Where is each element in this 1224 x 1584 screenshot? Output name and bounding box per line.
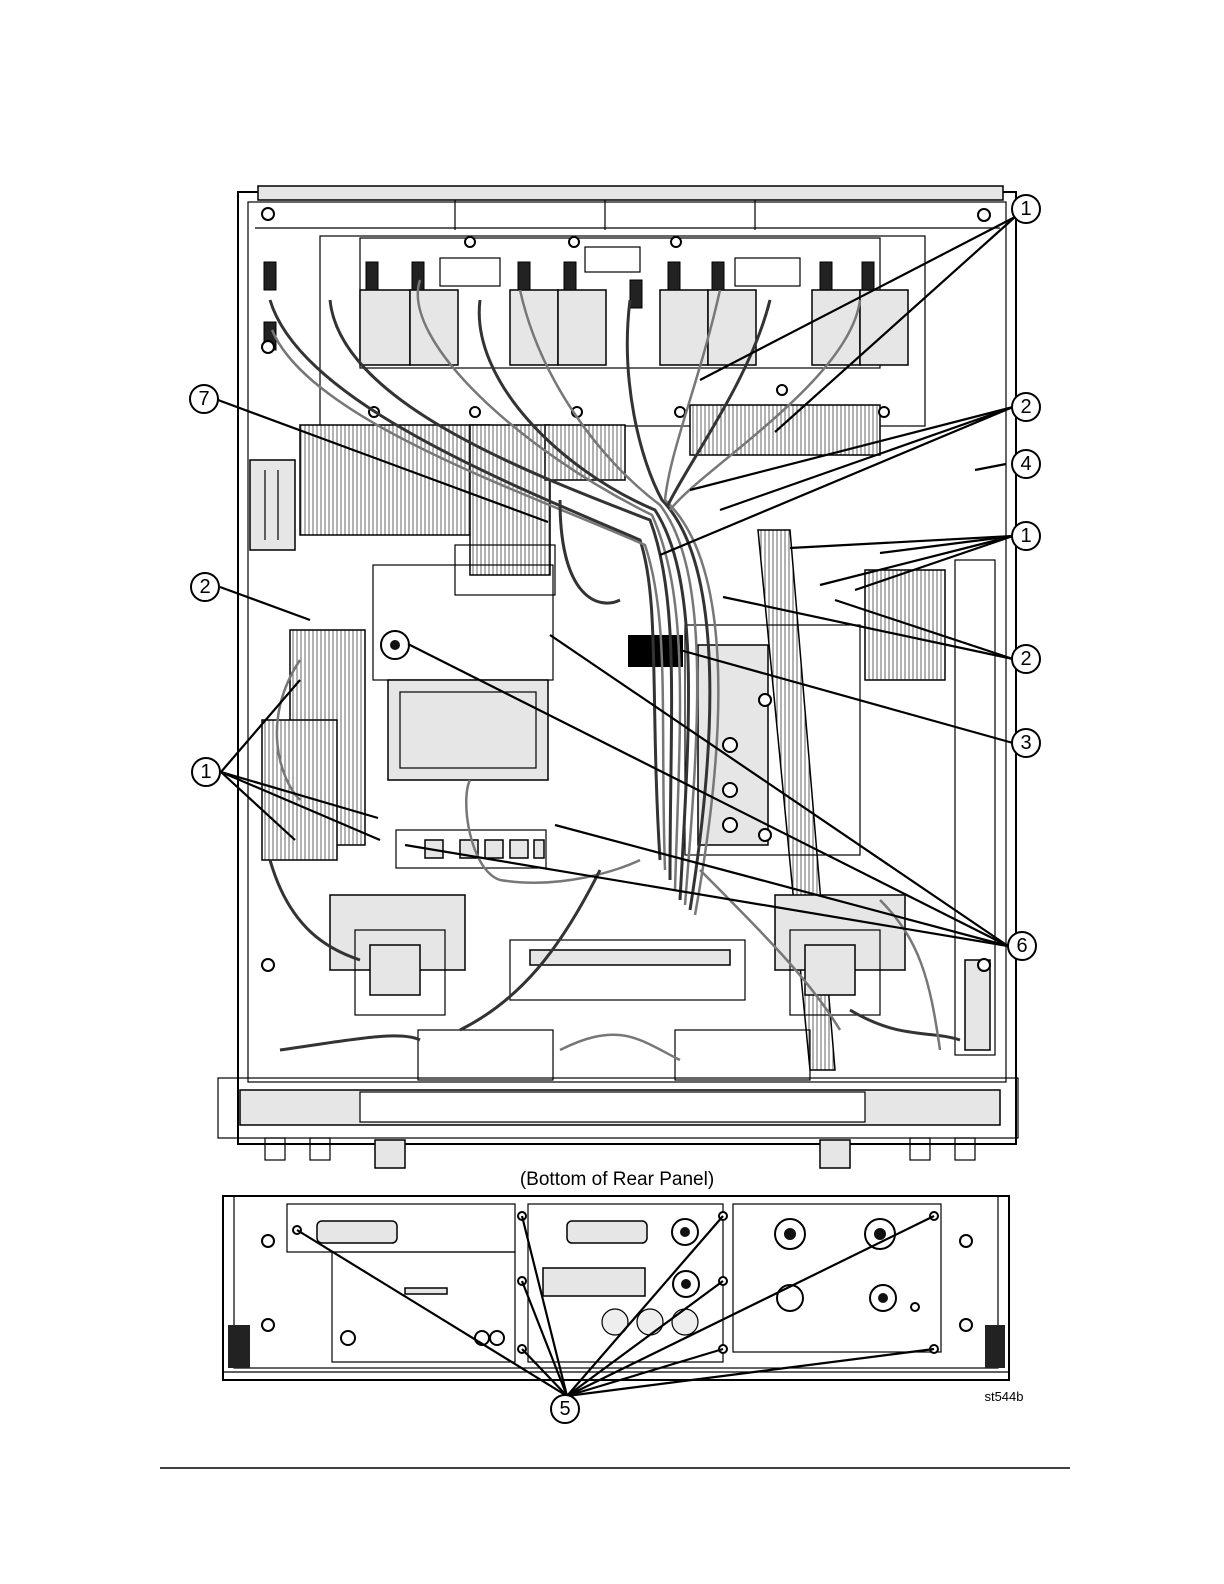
callout-7: 7 (190, 385, 218, 413)
callout-2-right: 2 (1012, 645, 1040, 673)
dsub-connector-left (317, 1221, 397, 1243)
callout-2-left-label: 2 (199, 576, 210, 598)
center-lower-bar (510, 940, 745, 1000)
callout-2-right-label: 2 (1020, 648, 1031, 670)
callout-1-right-label: 1 (1020, 525, 1031, 547)
center-plate (373, 565, 553, 680)
callout-1-top: 1 (1012, 195, 1040, 223)
rear-plate-right (733, 1204, 941, 1352)
hole-plug-2 (637, 1309, 663, 1335)
rear-panel (223, 1196, 1009, 1380)
callout-1-right: 1 (1012, 522, 1040, 550)
top-rail (258, 186, 1003, 200)
figure-id: st544b (984, 1389, 1023, 1404)
front-connector-left (375, 1140, 405, 1168)
cable-label-block (628, 635, 683, 667)
chassis-top-view (218, 186, 1018, 1168)
callout-1-left-label: 1 (200, 761, 211, 783)
bottom-box-left (418, 1030, 553, 1080)
callout-2-top: 2 (1012, 393, 1040, 421)
callout-2-top-label: 2 (1020, 396, 1031, 418)
callout-5: 5 (551, 1395, 579, 1423)
callout-1-left: 1 (192, 758, 220, 786)
dsub-connector-center (567, 1221, 647, 1243)
callout-3: 3 (1012, 729, 1040, 757)
hole-plug-3 (672, 1309, 698, 1335)
bottom-box-right (675, 1030, 810, 1080)
callout-7-label: 7 (198, 388, 209, 410)
leader-lines (218, 217, 1015, 1396)
callout-2-left: 2 (191, 573, 219, 601)
callout-6-label: 6 (1016, 935, 1027, 957)
left-bracket (250, 460, 295, 550)
centronics-connector (543, 1268, 645, 1296)
rear-panel-caption: (Bottom of Rear Panel) (520, 1169, 714, 1190)
front-connector-right (820, 1140, 850, 1168)
callout-4-label: 4 (1020, 453, 1031, 475)
ribbon-cable-right (865, 570, 945, 680)
callout-1-top-label: 1 (1020, 198, 1031, 220)
callout-6: 6 (1008, 932, 1036, 960)
center-module (388, 680, 548, 780)
callout-3-label: 3 (1020, 732, 1031, 754)
callout-5-label: 5 (559, 1398, 570, 1420)
rf-connector-3 (777, 1285, 803, 1311)
callout-4: 4 (1012, 450, 1040, 478)
rear-foot-left (228, 1325, 250, 1368)
rear-foot-right (985, 1325, 1005, 1368)
